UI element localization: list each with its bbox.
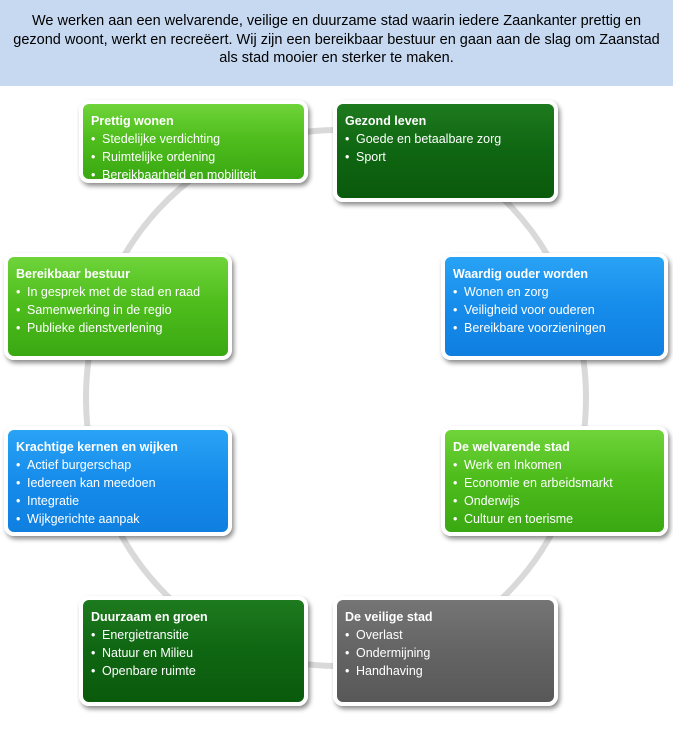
card-title: Bereikbaar bestuur [16, 267, 130, 281]
bullet-item: Natuur en Milieu [91, 644, 296, 662]
bullet-item: Veiligheid voor ouderen [453, 301, 656, 319]
card-duurzaam-groen: Duurzaam en groenEnergietransitieNatuur … [79, 596, 308, 706]
intro-text: We werken aan een welvarende, veilige en… [13, 13, 660, 66]
card-waardig-ouder-worden: Waardig ouder wordenWonen en zorgVeiligh… [441, 253, 668, 360]
card-title: De veilige stad [345, 610, 433, 624]
bullet-item: Samenwerking in de regio [16, 301, 220, 319]
bullet-item: Cultuur en toerisme [453, 510, 656, 528]
bullet-item: Ruimtelijke ordening [91, 148, 296, 166]
bullet-item: Wonen en zorg [453, 283, 656, 301]
card-gezond-leven: Gezond levenGoede en betaalbare zorgSpor… [333, 100, 558, 202]
card-bullet-list: Werk en InkomenEconomie en arbeidsmarktO… [453, 456, 656, 528]
bullet-item: Bereikbaarheid en mobiliteit [91, 166, 296, 184]
bullet-item: Ondermijning [345, 644, 546, 662]
bullet-item: Werk en Inkomen [453, 456, 656, 474]
bullet-item: Sport [345, 148, 546, 166]
card-title: Waardig ouder worden [453, 267, 588, 281]
card-veilige-stad: De veilige stadOverlastOndermijningHandh… [333, 596, 558, 706]
bullet-item: Bereikbare voorzieningen [453, 319, 656, 337]
bullet-item: Stedelijke verdichting [91, 130, 296, 148]
card-bullet-list: Stedelijke verdichtingRuimtelijke ordeni… [91, 130, 296, 184]
bullet-item: Integratie [16, 492, 220, 510]
card-bullet-list: Wonen en zorgVeiligheid voor ouderenBere… [453, 283, 656, 337]
bullet-item: Goede en betaalbare zorg [345, 130, 546, 148]
card-bullet-list: Actief burgerschapIedereen kan meedoenIn… [16, 456, 220, 528]
bullet-item: Onderwijs [453, 492, 656, 510]
card-bullet-list: EnergietransitieNatuur en MilieuOpenbare… [91, 626, 296, 680]
card-bullet-list: In gesprek met de stad en raadSamenwerki… [16, 283, 220, 337]
card-bullet-list: Goede en betaalbare zorgSport [345, 130, 546, 166]
bullet-item: Publieke dienstverlening [16, 319, 220, 337]
bullet-item: Iedereen kan meedoen [16, 474, 220, 492]
bullet-item: Overlast [345, 626, 546, 644]
card-title: De welvarende stad [453, 440, 570, 454]
bullet-item: Wijkgerichte aanpak [16, 510, 220, 528]
card-krachtige-kernen: Krachtige kernen en wijkenActief burgers… [4, 426, 232, 536]
card-bereikbaar-bestuur: Bereikbaar bestuur In gesprek met de stad… [4, 253, 232, 360]
bullet-item: Economie en arbeidsmarkt [453, 474, 656, 492]
card-bullet-list: OverlastOndermijningHandhaving [345, 626, 546, 680]
card-title: Krachtige kernen en wijken [16, 440, 178, 454]
card-title: Prettig wonen [91, 114, 174, 128]
bullet-item: Actief burgerschap [16, 456, 220, 474]
intro-banner: We werken aan een welvarende, veilige en… [0, 0, 673, 86]
card-title: Gezond leven [345, 114, 427, 128]
card-title: Duurzaam en groen [91, 610, 208, 624]
bullet-item: Energietransitie [91, 626, 296, 644]
card-welvarende-stad: De welvarende stadWerk en InkomenEconomi… [441, 426, 668, 536]
bullet-item: In gesprek met de stad en raad [16, 283, 220, 301]
bullet-item: Openbare ruimte [91, 662, 296, 680]
bullet-item: Handhaving [345, 662, 546, 680]
card-prettig-wonen: Prettig wonenStedelijke verdichtingRuimt… [79, 100, 308, 183]
